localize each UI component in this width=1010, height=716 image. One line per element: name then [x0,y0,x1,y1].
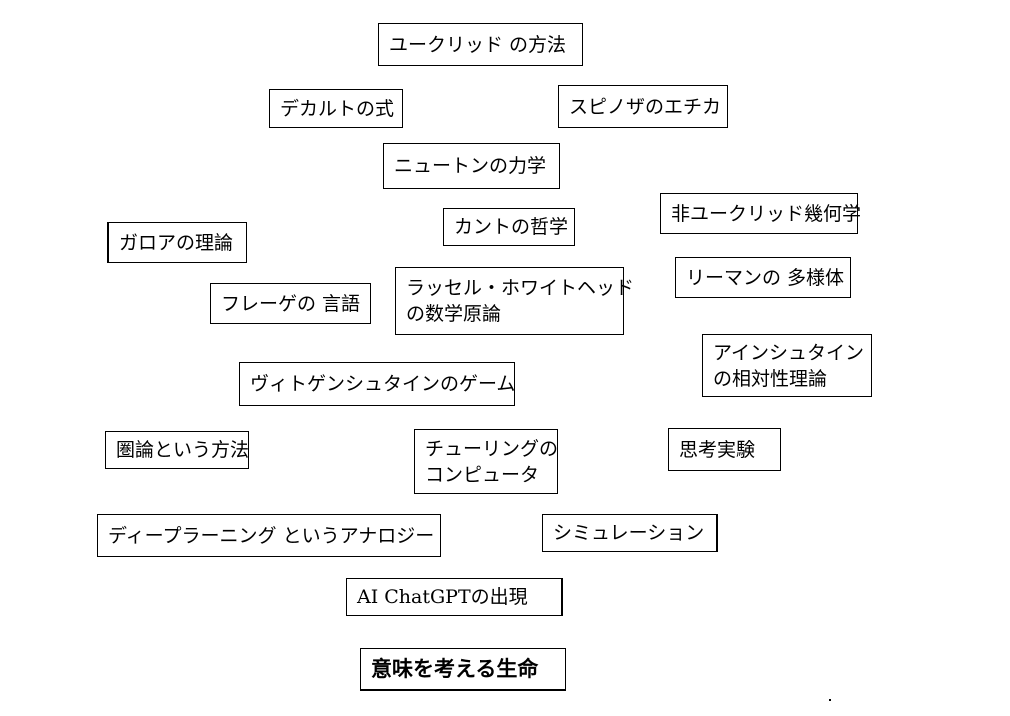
node-turing-label-line1: チューリングの [425,437,559,460]
node-spinoza-label: スピノザのエチカ [569,95,722,118]
node-thought-experiment-label: 思考実験 [679,438,756,461]
node-descartes-label: デカルトの式 [280,97,395,120]
node-meaning-label: 意味を考える生命 [371,656,539,681]
node-turing: チューリングの コンピュータ [414,429,558,494]
node-einstein: アインシュタイン の相対性理論 [702,334,872,397]
node-chatgpt: AI ChatGPTの出現 [346,578,563,616]
node-riemann-label: リーマンの 多様体 [686,266,845,289]
node-simulation-label: シミュレーション [553,522,705,544]
node-wittgenstein: ヴィトゲンシュタインのゲーム [239,362,515,406]
node-thought-experiment: 思考実験 [668,428,781,471]
node-galois-label: ガロアの理論 [119,231,234,254]
node-kant-label: カントの哲学 [454,216,569,238]
node-frege-label: フレーゲの 言語 [221,292,361,315]
node-newton-label: ニュートンの力学 [394,155,547,177]
node-riemann: リーマンの 多様体 [675,257,851,298]
node-galois: ガロアの理論 [107,222,247,263]
node-kant: カントの哲学 [443,208,575,246]
node-chatgpt-label: AI ChatGPTの出現 [357,586,528,608]
node-simulation: シミュレーション [542,514,718,552]
node-einstein-label-line2: の相対性理論 [713,367,828,390]
node-frege: フレーゲの 言語 [210,283,371,324]
node-russell: ラッセル・ホワイトヘッド の数学原論 [395,267,635,335]
node-newton: ニュートンの力学 [383,143,560,189]
node-russell-label-line1: ラッセル・ホワイトヘッド [406,277,635,299]
node-russell-label-line2: の数学原論 [406,303,502,325]
node-descartes: デカルトの式 [269,89,403,128]
node-non-euclid-label: 非ユークリッド幾何学 [671,202,862,225]
stray-dot [829,699,831,701]
node-turing-label-line2: コンピュータ [425,463,540,486]
node-category-label: 圏論という方法 [116,439,250,461]
node-deep-learning: ディープラーニング というアナロジー [97,514,441,557]
node-euclid-label: ユークリッド の方法 [389,33,567,56]
node-deep-learning-label: ディープラーニング というアナロジー [108,524,435,547]
node-spinoza: スピノザのエチカ [558,85,728,128]
node-einstein-label-line1: アインシュタイン [713,341,865,364]
node-category: 圏論という方法 [105,431,249,469]
node-meaning: 意味を考える生命 [360,648,566,691]
node-wittgenstein-label: ヴィトゲンシュタインのゲーム [250,373,516,395]
node-non-euclid: 非ユークリッド幾何学 [660,193,862,234]
node-euclid: ユークリッド の方法 [378,23,583,66]
